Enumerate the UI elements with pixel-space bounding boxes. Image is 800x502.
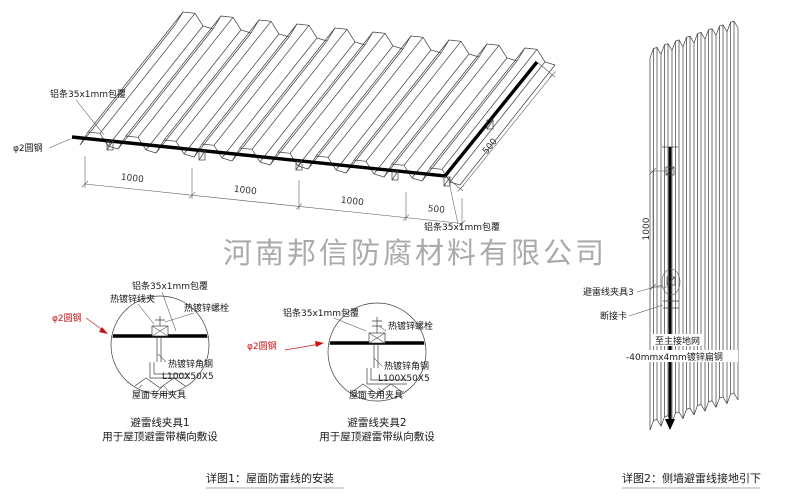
leader-strip-top bbox=[75, 99, 105, 136]
detail-circle-1: 铝条35x1mm包覆 热镀锌线夹 热镀锌螺栓 φ2圆钢 热镀锌角钢 L100X5… bbox=[52, 280, 229, 443]
figure-captions: 详图1：屋面防雷线的安装 详图2：侧墙避雷线接地引下 bbox=[206, 471, 761, 489]
label-aluminum-strip-top: 铝条35x1mm包覆 bbox=[50, 88, 126, 100]
detail2-label-strip: 铝条35x1mm包覆 bbox=[283, 307, 359, 319]
wall-label-clamp3: 避雷线夹具3 bbox=[583, 286, 634, 298]
detail1-label-strip: 铝条35x1mm包覆 bbox=[132, 280, 208, 292]
label-round-steel: φ2圆钢 bbox=[13, 142, 43, 154]
detail1-label-round-steel: φ2圆钢 bbox=[52, 312, 82, 324]
wall-label-flat-steel: -40mmx4mm镀锌扁钢 bbox=[626, 351, 723, 363]
dim-1000-c: 1000 bbox=[340, 196, 364, 208]
detail2-label-round-steel: φ2圆钢 bbox=[247, 340, 277, 352]
dim-1000-b: 1000 bbox=[233, 185, 257, 197]
figure1-caption: 详图1：屋面防雷线的安装 bbox=[206, 471, 334, 485]
detail-circle-2: 铝条35x1mm包覆 热镀锌螺栓 φ2圆钢 热镀锌角钢 L100X50X5 屋面… bbox=[247, 302, 435, 443]
wire-support-clamps bbox=[106, 119, 494, 187]
wall-elevation-view: 1000 避雷线夹具3 断接卡 至主接地网 -40mmx4mm镀锌扁钢 bbox=[583, 20, 739, 431]
disconnect-link bbox=[663, 300, 679, 309]
label-aluminum-strip-right: 铝条35x1mm包覆 bbox=[424, 221, 500, 233]
detail1-title: 避雷线夹具1 bbox=[130, 416, 189, 429]
company-watermark: 河南邦信防腐材料有限公司 bbox=[223, 236, 607, 270]
wall-dim-1000: 1000 bbox=[642, 217, 652, 240]
detail1-subtitle: 用于屋顶避雷带横向敷设 bbox=[102, 430, 218, 443]
dim-1000-a: 1000 bbox=[120, 173, 144, 185]
leader-strip-right bbox=[448, 181, 459, 225]
dim-500-a: 500 bbox=[427, 204, 445, 216]
figure2-caption: 详图2：侧墙避雷线接地引下 bbox=[622, 471, 761, 485]
wall-label-to-ground: 至主接地网 bbox=[655, 335, 700, 347]
detail2-title: 避雷线夹具2 bbox=[347, 416, 406, 429]
detail2-label-angle-spec: L100X50X5 bbox=[378, 374, 430, 384]
wall-dimension: 1000 bbox=[642, 167, 668, 291]
detail1-label-angle-spec: L100X50X5 bbox=[162, 372, 214, 382]
detail2-subtitle: 用于屋顶避雷带纵向敷设 bbox=[319, 430, 435, 443]
detail2-label-bolt: 热镀锌螺栓 bbox=[388, 320, 433, 332]
detail1-label-bolt: 热镀锌螺栓 bbox=[184, 302, 229, 314]
to-ground-arrow bbox=[665, 419, 675, 430]
roof-isometric-view: 1000 1000 1000 500 500 铝条35x1mm包覆 φ2圆钢 铝… bbox=[13, 11, 556, 233]
detail1-label-roof-clamp: 屋面专用夹具 bbox=[132, 389, 186, 401]
leader-round-steel bbox=[48, 138, 71, 149]
wall-label-disconnect: 断接卡 bbox=[600, 310, 627, 322]
detail2-label-angle-steel: 热镀锌角钢 bbox=[384, 360, 429, 372]
roof-right-edge bbox=[459, 64, 556, 186]
wall-wire-clamps bbox=[665, 166, 676, 286]
detail1-bolt bbox=[155, 316, 165, 326]
detail1-label-angle-steel: 热镀锌角钢 bbox=[168, 358, 213, 370]
dim-500-b: 500 bbox=[481, 137, 500, 157]
detail1-label-wire-clamp: 热镀锌线夹 bbox=[110, 293, 155, 305]
detail-callout-ellipse bbox=[661, 268, 681, 296]
detail2-label-roof-clamp: 屋面专用夹具 bbox=[349, 389, 403, 401]
detail2-bolt bbox=[372, 317, 382, 333]
